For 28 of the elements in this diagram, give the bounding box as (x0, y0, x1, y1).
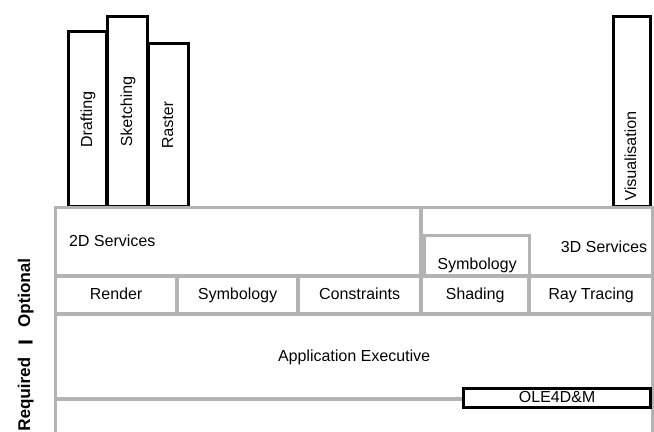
layer-label: Symbology (437, 255, 517, 275)
layer-label: Visualisation (622, 111, 641, 201)
layer-label: Render (90, 285, 142, 305)
application-box (106, 15, 149, 208)
layer-label: 3D Services (560, 238, 647, 258)
layer-label: Ray Tracing (548, 285, 634, 305)
application-box (147, 42, 190, 208)
layer-label: Drafting (78, 90, 96, 148)
layer-label: OLE4D&M (518, 388, 596, 408)
layer-cell (297, 275, 422, 315)
application-box (612, 15, 652, 208)
layer-cell (528, 275, 654, 315)
application-box (67, 30, 108, 208)
layer-cell (420, 206, 654, 277)
layer-cell (176, 275, 299, 315)
layer-label: 2D Services (69, 232, 156, 252)
layer-label: Application Executive (278, 346, 430, 366)
layer-cell (54, 206, 422, 277)
layer-cell (54, 275, 178, 315)
application-box (462, 387, 652, 409)
layer-label: Shading (446, 285, 504, 305)
layer-cell (420, 275, 530, 315)
side-label: Required (14, 357, 36, 431)
layer-label: Constraints (319, 285, 400, 305)
layer-label: Symbology (198, 285, 278, 305)
side-label: Optional (14, 258, 36, 328)
layer-label: Sketching (118, 76, 136, 147)
layer-label: Raster (158, 101, 178, 149)
